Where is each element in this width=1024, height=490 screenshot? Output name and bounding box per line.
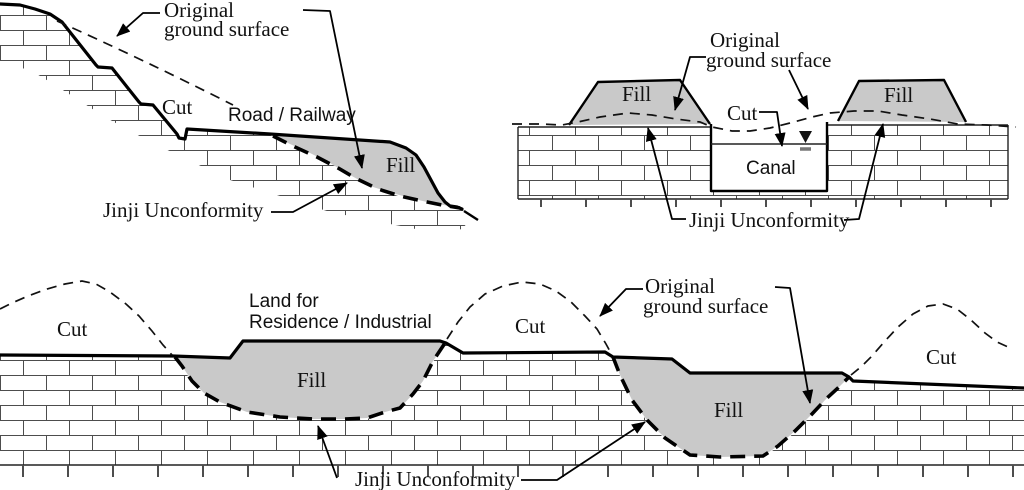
bedrock-road: [0, 5, 470, 232]
land-diagram: Cut Land for Residence / Industrial Cut …: [0, 274, 1024, 490]
fill-area-road: [272, 135, 462, 208]
label-fill-land-left: Fill: [297, 368, 326, 392]
fill-area-land-left: [173, 341, 446, 419]
fill-area-land-right: [613, 357, 849, 457]
fill-right-outline: [836, 78, 968, 123]
label-original-ground-surface-canal-2: ground surface: [706, 48, 831, 72]
label-cut-land-left: Cut: [57, 317, 88, 341]
bedrock-canal: [518, 125, 1008, 199]
jinji-line-land-right: [611, 356, 851, 459]
label-original-ground-surface-canal-1: Original: [710, 28, 780, 52]
label-original-ground-surface-land-2: ground surface: [643, 294, 768, 318]
label-original-ground-surface-land-1: Original: [645, 274, 715, 298]
ground-surface-line-road: [0, 2, 464, 211]
ground-surface-line-land: [0, 339, 1024, 390]
label-fill-land-right: Fill: [714, 398, 743, 422]
label-cut-canal: Cut: [727, 101, 758, 125]
leader-jinji-land-right: [521, 421, 646, 481]
label-canal: Canal: [746, 158, 796, 179]
label-fill-canal-right: Fill: [884, 83, 913, 107]
water-level-icon: [799, 131, 812, 143]
label-jinji-road: Jinji Unconformity: [103, 198, 264, 222]
label-original-ground-surface-road-2: ground surface: [164, 17, 289, 41]
leader-original-land-left: [599, 288, 643, 317]
label-road-railway: Road / Railway: [228, 105, 356, 126]
leader-jinji-road: [271, 182, 348, 213]
leader-original-canal-right: [788, 69, 809, 110]
leader-original-to-fill: [302, 9, 365, 169]
fill-area-canal-left: [569, 80, 710, 125]
label-jinji-canal: Jinji Unconformity: [689, 208, 850, 232]
bedrock-land: [0, 344, 1024, 465]
jinji-line-land-left: [173, 342, 447, 421]
original-hill-left: [0, 280, 173, 356]
label-cut-land-right: Cut: [926, 345, 957, 369]
leader-original-land-right: [774, 286, 814, 404]
label-residence-industrial: Residence / Industrial: [249, 312, 432, 333]
label-original-ground-surface-road-1: Original: [164, 0, 234, 22]
original-surface-dashed-canal: [512, 110, 1017, 132]
canal-outline: [709, 122, 829, 193]
original-hill-middle: [446, 281, 613, 356]
leader-original-canal-left: [673, 56, 706, 111]
original-surface-dashed-road: [56, 20, 234, 106]
label-cut-road: Cut: [162, 95, 193, 119]
slope-tail-dash: [463, 209, 479, 222]
canal-diagram: Original ground surface Fill Cut Canal F…: [512, 28, 1017, 232]
leader-original-left: [116, 12, 160, 37]
label-fill-road: Fill: [386, 153, 415, 177]
label-land-for: Land for: [249, 291, 319, 312]
label-jinji-land: Jinji Unconformity: [355, 467, 516, 490]
label-fill-canal-left: Fill: [622, 82, 651, 106]
leader-jinji-land-left: [317, 425, 338, 479]
fill-left-outline: [568, 78, 711, 126]
leader-cut-canal: [759, 111, 786, 147]
leader-jinji-canal-right: [843, 123, 886, 221]
original-hill-right: [850, 303, 1009, 376]
road-railway-diagram: Original ground surface Cut Road / Railw…: [0, 0, 479, 232]
leader-jinji-canal-left: [645, 127, 686, 220]
label-cut-land-middle: Cut: [515, 314, 546, 338]
jinji-unconformity-line-road: [272, 134, 461, 210]
